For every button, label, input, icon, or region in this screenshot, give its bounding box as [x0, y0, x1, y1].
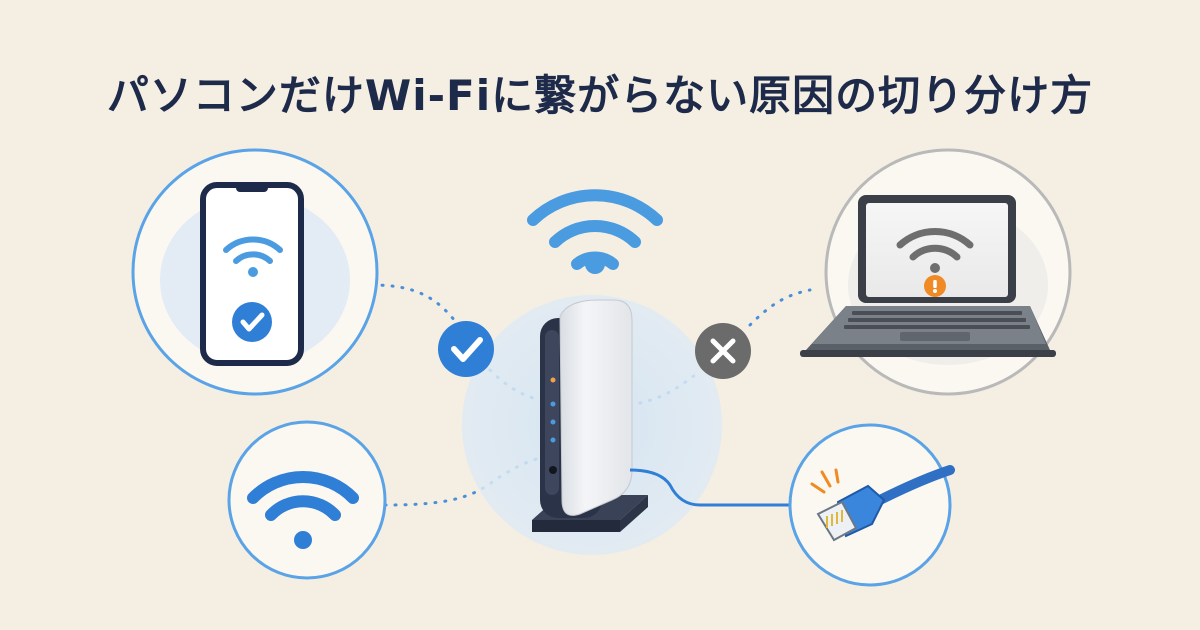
status-led: [550, 401, 556, 407]
wifi-warning-icon: [896, 228, 974, 297]
check-icon: [438, 321, 494, 377]
status-led: [550, 377, 556, 383]
keyboard: [844, 311, 1030, 329]
wifi-icon: [223, 236, 283, 277]
wifi-icon: [527, 189, 663, 274]
laptop-icon: [800, 195, 1056, 357]
wifi-icon: [247, 470, 359, 549]
ethernet-cable-icon: [810, 465, 955, 542]
status-led: [550, 437, 556, 443]
check-icon: [232, 302, 272, 342]
status-led: [550, 419, 556, 425]
smartphone-icon: [200, 182, 304, 366]
cross-icon: [695, 323, 751, 379]
lan-cable-line: [629, 468, 790, 507]
router-icon: [532, 299, 648, 532]
ethernet-circle: [788, 423, 955, 587]
smartphone-circle: [131, 148, 379, 396]
power-button: [549, 466, 557, 474]
spark-lines: [810, 468, 840, 494]
wifi-signal-circle: [227, 420, 387, 580]
page-title: パソコンだけWi-Fiに繋がらない原因の切り分け方: [106, 71, 1094, 120]
laptop-circle: [800, 148, 1072, 396]
